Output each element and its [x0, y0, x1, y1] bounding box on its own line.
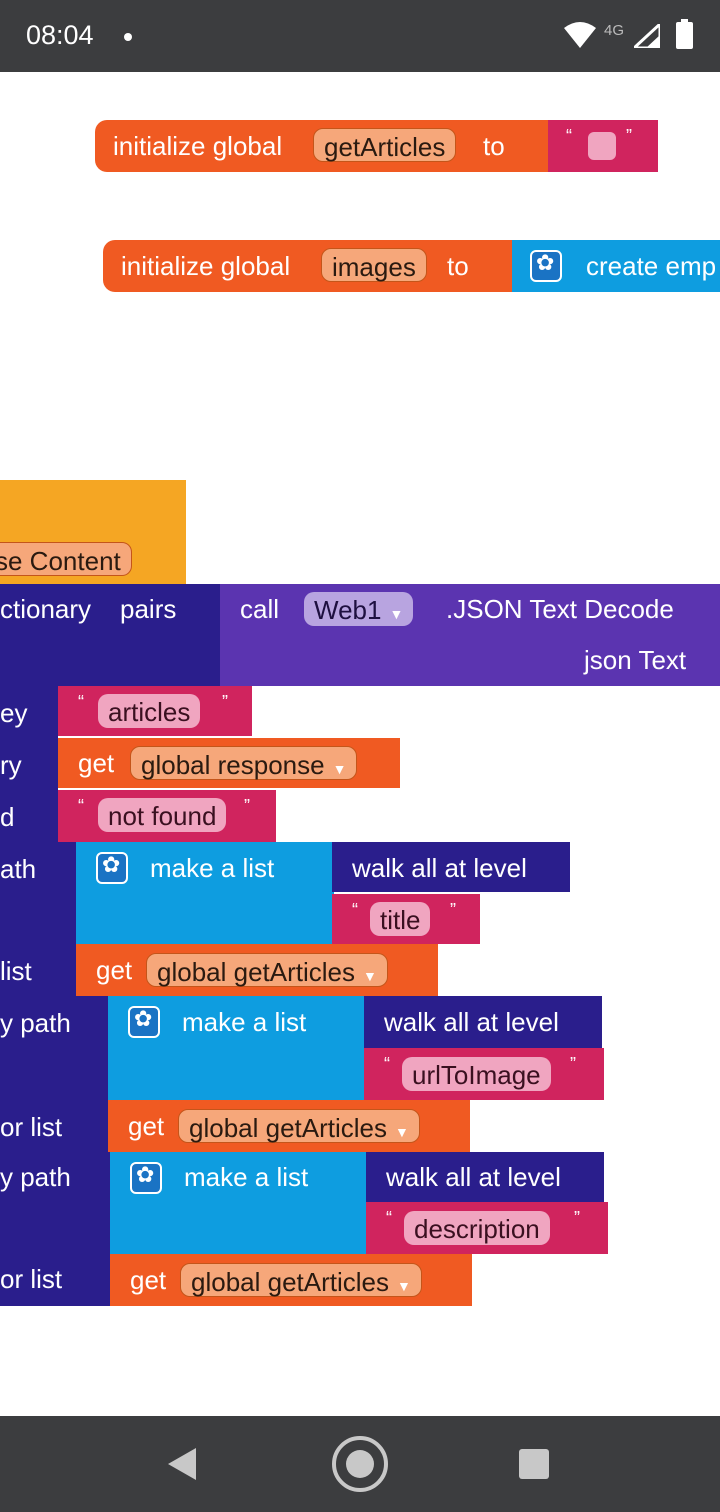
json-text-label: json Text: [584, 645, 687, 675]
path-label: y path: [0, 1008, 71, 1038]
get-getarticles-block[interactable]: get global getArticles▼: [76, 944, 438, 996]
get-label: get: [130, 1265, 167, 1295]
component-selector[interactable]: Web1▼: [304, 592, 414, 626]
walk-all-block[interactable]: walk all at level: [366, 1152, 604, 1202]
navigation-bar: [0, 1416, 720, 1512]
mutator-gear-icon[interactable]: [96, 852, 128, 884]
walk-label: walk all at level: [352, 853, 527, 883]
make-list-block[interactable]: make a list: [110, 1152, 368, 1254]
text-articles-block[interactable]: “ articles ”: [58, 686, 252, 736]
get-getarticles-block[interactable]: get global getArticles▼: [108, 1100, 470, 1152]
make-list-block[interactable]: make a list: [76, 842, 334, 944]
home-icon[interactable]: [332, 1436, 388, 1492]
walk-label: walk all at level: [386, 1162, 561, 1192]
status-bar: 08:04 4G: [0, 0, 720, 72]
empty-string[interactable]: [588, 132, 616, 160]
network-type: 4G: [604, 22, 625, 39]
variable-selector[interactable]: global response▼: [130, 746, 358, 780]
dictionary-label: ctionary: [0, 594, 92, 624]
path-column-1: ath list: [0, 842, 76, 996]
mutator-gear-icon[interactable]: [130, 1162, 162, 1194]
mutator-gear-icon[interactable]: [530, 250, 562, 282]
list-label: or list: [0, 1112, 63, 1142]
dictionary-label: ry: [0, 750, 22, 780]
text-urltoimage-block[interactable]: “ urlToImage ”: [364, 1048, 604, 1100]
path-column-3: y path or list: [0, 1152, 110, 1306]
var-name-images[interactable]: images: [321, 248, 427, 282]
back-icon[interactable]: [168, 1448, 196, 1480]
create-empty-list-block[interactable]: create emp: [512, 240, 720, 292]
text-title-block[interactable]: “ title ”: [332, 894, 480, 944]
chevron-down-icon: ▼: [389, 606, 404, 622]
clock: 08:04: [26, 20, 94, 50]
variable-selector[interactable]: global getArticles▼: [180, 1263, 422, 1297]
make-list-block[interactable]: make a list: [108, 996, 366, 1100]
web-json-decode-block[interactable]: call Web1▼ .JSON Text Decode json Text: [220, 584, 720, 686]
init-global-getarticles-block[interactable]: initialize global getArticles to: [95, 120, 555, 172]
make-list-label: make a list: [150, 853, 275, 883]
path-label: y path: [0, 1162, 71, 1192]
get-label: get: [96, 955, 133, 985]
walk-label: walk all at level: [384, 1007, 559, 1037]
wifi-icon: [564, 22, 596, 48]
notfound-label: d: [0, 802, 15, 832]
get-response-block[interactable]: get global response▼: [58, 738, 400, 788]
make-list-label: make a list: [182, 1007, 307, 1037]
text-value[interactable]: not found: [98, 798, 227, 832]
make-list-label: make a list: [184, 1162, 309, 1192]
text-description-block[interactable]: “ description ”: [366, 1202, 608, 1254]
battery-icon: [676, 19, 693, 49]
variable-selector[interactable]: global getArticles▼: [178, 1109, 420, 1143]
key-label: ey: [0, 698, 28, 728]
to-label: to: [447, 251, 469, 281]
event-block[interactable]: se Content: [0, 480, 186, 584]
lookup-column: ey ry d: [0, 686, 58, 842]
signal-icon: [634, 24, 660, 48]
call-label: call: [240, 594, 280, 624]
get-label: get: [128, 1111, 165, 1141]
text-value[interactable]: description: [404, 1211, 550, 1245]
list-label: list: [0, 956, 32, 986]
dictionary-lookup-block[interactable]: ctionary pairs: [0, 584, 220, 686]
get-label: get: [78, 748, 115, 778]
method-label: .JSON Text Decode: [446, 594, 674, 624]
pairs-label: pairs: [120, 594, 177, 624]
chevron-down-icon: ▼: [363, 968, 377, 984]
get-getarticles-block[interactable]: get global getArticles▼: [110, 1254, 472, 1306]
text-value[interactable]: title: [370, 902, 431, 936]
walk-all-block[interactable]: walk all at level: [332, 842, 570, 892]
text-notfound-block[interactable]: “ not found ”: [58, 790, 276, 842]
path-column-2: y path or list: [0, 996, 108, 1152]
variable-selector[interactable]: global getArticles▼: [146, 953, 388, 987]
event-param-content[interactable]: se Content: [0, 542, 132, 576]
recent-apps-icon[interactable]: [519, 1449, 549, 1479]
empty-text-block[interactable]: “ ”: [548, 120, 658, 172]
to-label: to: [483, 131, 505, 161]
chevron-down-icon: ▼: [397, 1278, 411, 1294]
init-global-images-block[interactable]: initialize global images to: [103, 240, 513, 292]
chevron-down-icon: ▼: [395, 1124, 409, 1140]
mutator-gear-icon[interactable]: [128, 1006, 160, 1038]
var-name-getarticles[interactable]: getArticles: [313, 128, 457, 162]
text-value[interactable]: urlToImage: [402, 1057, 551, 1091]
path-label: ath: [0, 854, 37, 884]
chevron-down-icon: ▼: [332, 761, 347, 777]
walk-all-block[interactable]: walk all at level: [364, 996, 602, 1048]
notification-dot: [124, 33, 132, 41]
list-label: or list: [0, 1264, 63, 1294]
blocks-workspace[interactable]: initialize global getArticles to “ ” ini…: [0, 72, 720, 1416]
create-label: create emp: [586, 251, 717, 281]
init-label: initialize global: [121, 251, 291, 281]
text-value[interactable]: articles: [98, 694, 201, 728]
init-label: initialize global: [113, 131, 283, 161]
